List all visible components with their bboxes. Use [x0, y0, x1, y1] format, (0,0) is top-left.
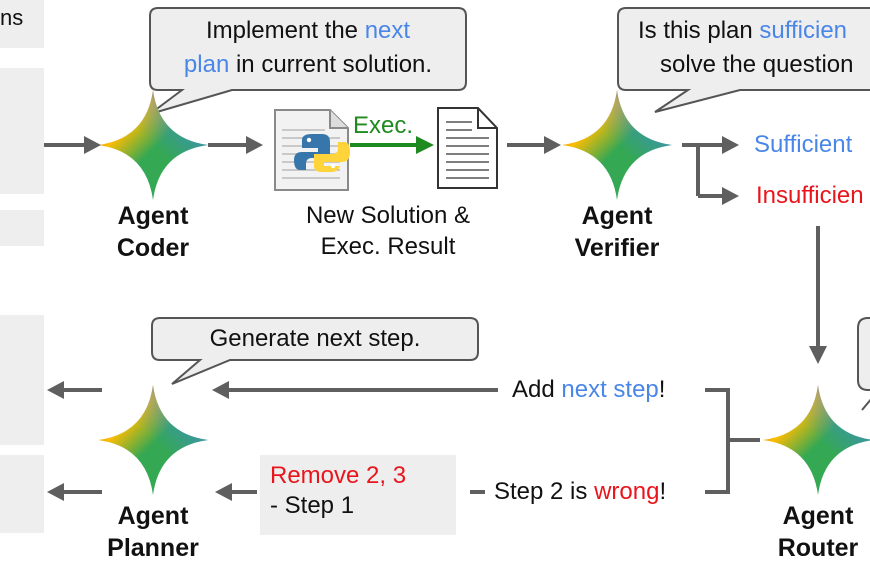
coder-gemini-star-icon	[98, 90, 208, 200]
insufficient-verdict: Insufficien	[756, 182, 864, 209]
coder-bubble-text: Implement the next plan in current solut…	[183, 17, 433, 78]
solution-label: New Solution &Exec. Result	[305, 202, 471, 260]
arrow-doc-to-verifier	[507, 136, 561, 154]
verifier-gemini-star-icon	[562, 90, 672, 200]
python-file-icon	[274, 109, 350, 191]
step-wrong-label: Step 2 is wrong!	[494, 478, 667, 505]
exec-arrow	[350, 136, 434, 154]
left-panel-4	[0, 315, 44, 445]
exec-label: Exec.	[353, 112, 414, 139]
arrow-add-next-step-to-planner	[212, 381, 498, 399]
arrow-planner-out-top	[47, 381, 102, 399]
add-next-step-label: Add next step!	[512, 376, 666, 403]
planner-gemini-star-icon	[98, 385, 208, 495]
left-panel-1	[0, 0, 44, 48]
verifier-branch-connector	[682, 136, 739, 205]
left-partial-text: ns	[0, 5, 24, 30]
verifier-bubble-text: Is this plan sufficien solve the questio…	[638, 17, 854, 78]
router-gemini-star-icon	[763, 385, 870, 495]
note-line-1: Remove 2, 3	[270, 462, 407, 489]
arrow-note-to-planner	[215, 483, 257, 501]
arrow-insufficient-to-router	[809, 226, 827, 364]
left-panel-5	[0, 455, 44, 533]
planner-note-box: Remove 2, 3 - Step 1	[260, 455, 456, 535]
document-icon	[437, 107, 498, 189]
note-line-2: - Step 1	[270, 492, 355, 519]
left-panel-2	[0, 68, 44, 194]
planner-bubble-text: Generate next step.	[209, 325, 421, 352]
arrow-left-to-coder	[44, 136, 101, 154]
planner-speech-bubble	[151, 317, 479, 385]
verifier-speech-bubble	[617, 7, 870, 113]
router-speech-bubble	[857, 317, 870, 411]
sufficient-verdict: Sufficient	[754, 131, 853, 158]
router-branch-connector	[705, 388, 760, 494]
coder-speech-bubble	[149, 7, 467, 115]
left-panel-3	[0, 210, 44, 246]
arrow-planner-out-bottom	[47, 483, 102, 501]
arrow-coder-to-file	[208, 136, 263, 154]
